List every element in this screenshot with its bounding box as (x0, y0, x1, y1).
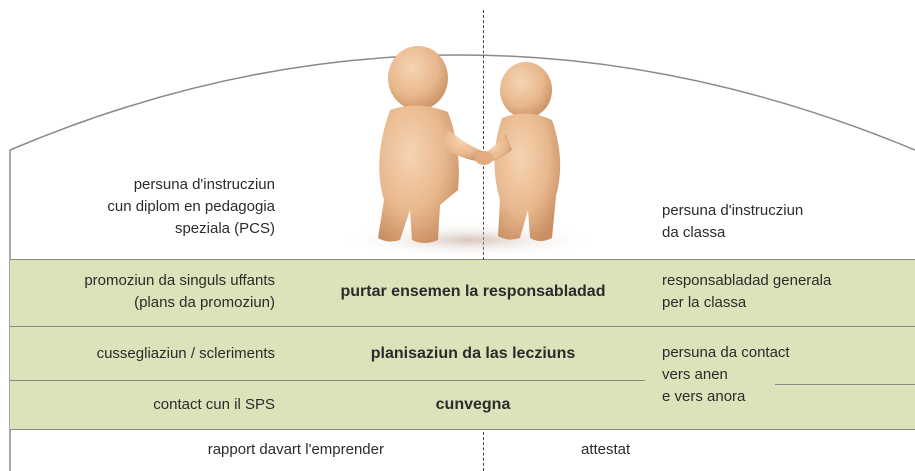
text-line: cun diplom en pedagogia (107, 198, 275, 215)
teacher-pcs-label: persuna d'instrucziun cun diplom en peda… (107, 174, 275, 240)
text-line: da classa (662, 224, 726, 241)
divider (775, 384, 915, 385)
text-line: promoziun da singuls uffants (84, 272, 275, 289)
certificate-label: attestat (581, 441, 631, 458)
center-dashed-line (483, 432, 484, 471)
text-line: vers anen (662, 366, 728, 383)
text-line: persuna d'instrucziun (662, 202, 804, 219)
text-line: speziala (PCS) (174, 220, 275, 237)
text-line: responsabladad generala (662, 272, 832, 289)
center-dashed-line (483, 10, 484, 260)
shared-responsibility-label: purtar ensemen la responsabladad (340, 283, 606, 300)
agreement-label: cunvegna (435, 396, 511, 413)
text-line: e vers anora (662, 388, 746, 405)
divider (10, 380, 645, 381)
text-line: persuna da contact (662, 344, 790, 361)
text-line: per la classa (662, 294, 747, 311)
learning-report-label: rapport davart l'emprender (207, 441, 384, 458)
counselling-label: cussegliaziun / scleriments (96, 345, 275, 362)
lesson-planning-label: planisaziun da las lecziuns (370, 345, 576, 362)
general-responsibility-label: responsabladad generala per la classa (662, 270, 831, 314)
promotion-label: promoziun da singuls uffants (plans da p… (84, 270, 275, 314)
contact-person-label: persuna da contact vers anen e vers anor… (662, 342, 790, 408)
text-line: (plans da promoziun) (134, 294, 275, 311)
divider (10, 429, 915, 430)
sps-contact-label: contact cun il SPS (153, 396, 275, 413)
teacher-class-label: persuna d'instrucziun da classa (662, 200, 803, 244)
band-planning (10, 326, 915, 429)
divider (10, 259, 915, 260)
divider (10, 326, 915, 327)
text-line: persuna d'instrucziun (133, 176, 275, 193)
band-responsibility (10, 260, 915, 326)
